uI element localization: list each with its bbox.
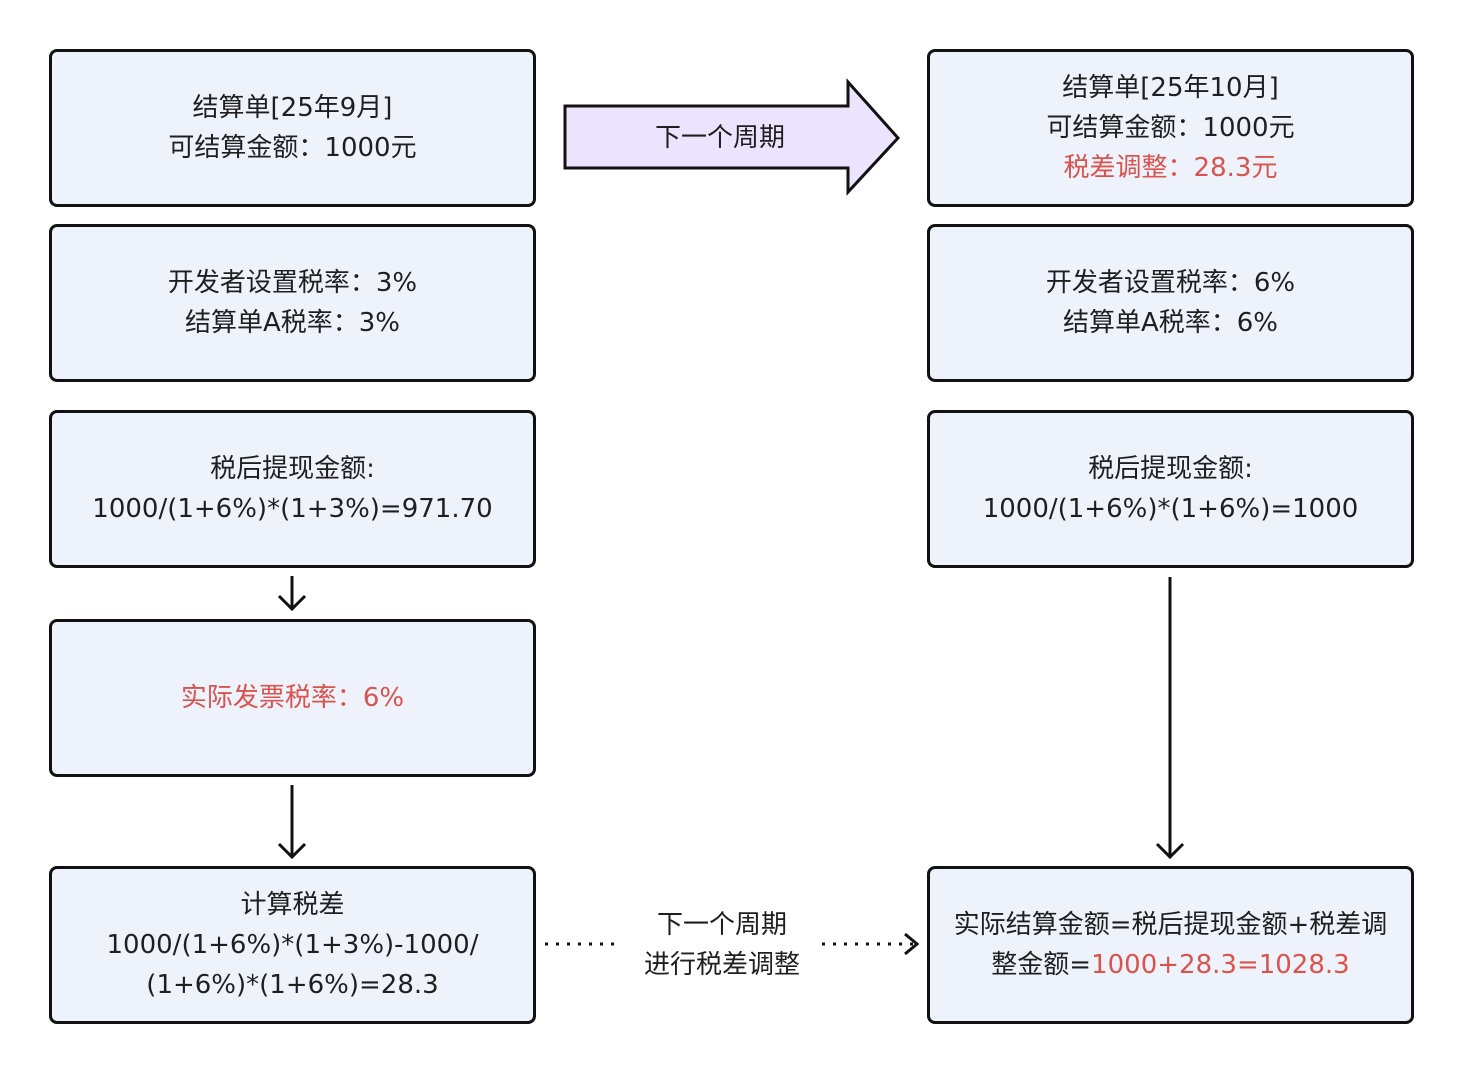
dotted-label-line-2: 进行税差调整 [643,950,800,980]
next-cycle-arrow [563,78,901,196]
right-bill-rate: 结算单A税率：6% [1062,308,1279,338]
right-settlement-title: 结算单[25年10月] [1062,73,1279,103]
left-after-tax-label: 税后提现金额: [210,454,375,484]
left-settlement-title: 结算单[25年9月] [192,93,393,123]
right-after-tax-box: 税后提现金额: 1000/(1+6%)*(1+6%)=1000 [927,410,1414,568]
dotted-connector-label: 下一个周期 进行税差调整 [622,905,822,985]
dotted-arrow-next-cycle [545,932,920,956]
left-rates-box: 开发者设置税率：3% 结算单A税率：3% [49,224,536,382]
left-after-tax-box: 税后提现金额: 1000/(1+6%)*(1+3%)=971.70 [49,410,536,568]
right-actual-box: 实际结算金额=税后提现金额+税差调 整金额=1000+28.3=1028.3 [927,866,1414,1024]
left-invoice-box: 实际发票税率：6% [49,619,536,777]
right-settlement-box: 结算单[25年10月] 可结算金额：1000元 税差调整：28.3元 [927,49,1414,207]
left-tax-diff-formula-1: 1000/(1+6%)*(1+3%)-1000/ [106,930,479,960]
next-cycle-label: 下一个周期 [654,123,785,153]
right-actual-line-1: 实际结算金额=税后提现金额+税差调 [953,910,1388,940]
left-tax-diff-box: 计算税差 1000/(1+6%)*(1+3%)-1000/ (1+6%)*(1+… [49,866,536,1024]
left-dev-rate: 开发者设置税率：3% [167,268,418,298]
arrow-after-tax-to-invoice [277,576,307,612]
right-after-tax-formula: 1000/(1+6%)*(1+6%)=1000 [982,494,1359,524]
arrow-invoice-to-tax-diff [277,785,307,860]
left-after-tax-formula: 1000/(1+6%)*(1+3%)=971.70 [92,494,493,524]
left-settlement-box: 结算单[25年9月] 可结算金额：1000元 [49,49,536,207]
left-tax-diff-label: 计算税差 [240,890,345,920]
dotted-label-line-1: 下一个周期 [656,910,787,940]
right-tax-adjust: 税差调整：28.3元 [1063,153,1278,183]
left-bill-rate: 结算单A税率：3% [184,308,401,338]
right-dev-rate: 开发者设置税率：6% [1045,268,1296,298]
left-invoice-rate: 实际发票税率：6% [180,683,405,713]
right-settlement-amount: 可结算金额：1000元 [1046,113,1295,143]
right-after-tax-label: 税后提现金额: [1088,454,1253,484]
right-actual-prefix: 整金额= [991,950,1092,980]
left-settlement-amount: 可结算金额：1000元 [168,133,417,163]
right-actual-value: 1000+28.3=1028.3 [1091,950,1350,980]
arrow-after-tax-to-actual [1155,577,1185,860]
left-tax-diff-formula-2: (1+6%)*(1+6%)=28.3 [146,970,439,1000]
right-actual-line-2: 整金额=1000+28.3=1028.3 [991,945,1349,985]
right-rates-box: 开发者设置税率：6% 结算单A税率：6% [927,224,1414,382]
